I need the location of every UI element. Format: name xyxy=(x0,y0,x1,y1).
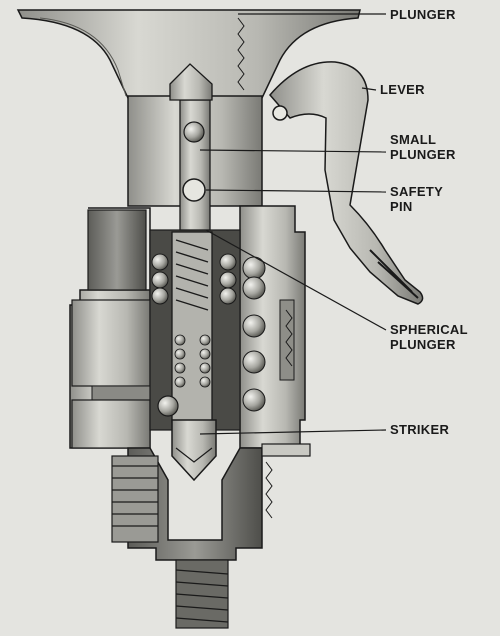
plunger-tip xyxy=(169,63,213,101)
lever-arm xyxy=(269,61,424,305)
bottom-thread xyxy=(175,559,229,629)
ball-races xyxy=(151,253,266,412)
leader-lines xyxy=(199,13,387,435)
lever-pivot xyxy=(272,105,288,121)
label-small-plunger: SMALL PLUNGER xyxy=(390,132,456,162)
lower-body xyxy=(127,447,263,561)
spherical-plunger-ball xyxy=(157,395,179,417)
main-spring xyxy=(175,239,209,311)
label-plunger: PLUNGER xyxy=(390,7,456,22)
striker xyxy=(171,419,217,482)
label-striker: STRIKER xyxy=(390,422,450,437)
safety-pin xyxy=(182,178,206,202)
label-spherical-plunger: SPHERICAL PLUNGER xyxy=(390,322,468,352)
label-safety-pin: SAFETY PIN xyxy=(390,184,444,214)
label-lever: LEVER xyxy=(380,82,425,97)
small-plunger xyxy=(179,99,211,231)
plunger-thread-mark xyxy=(237,17,245,91)
lower-thread xyxy=(111,455,159,543)
